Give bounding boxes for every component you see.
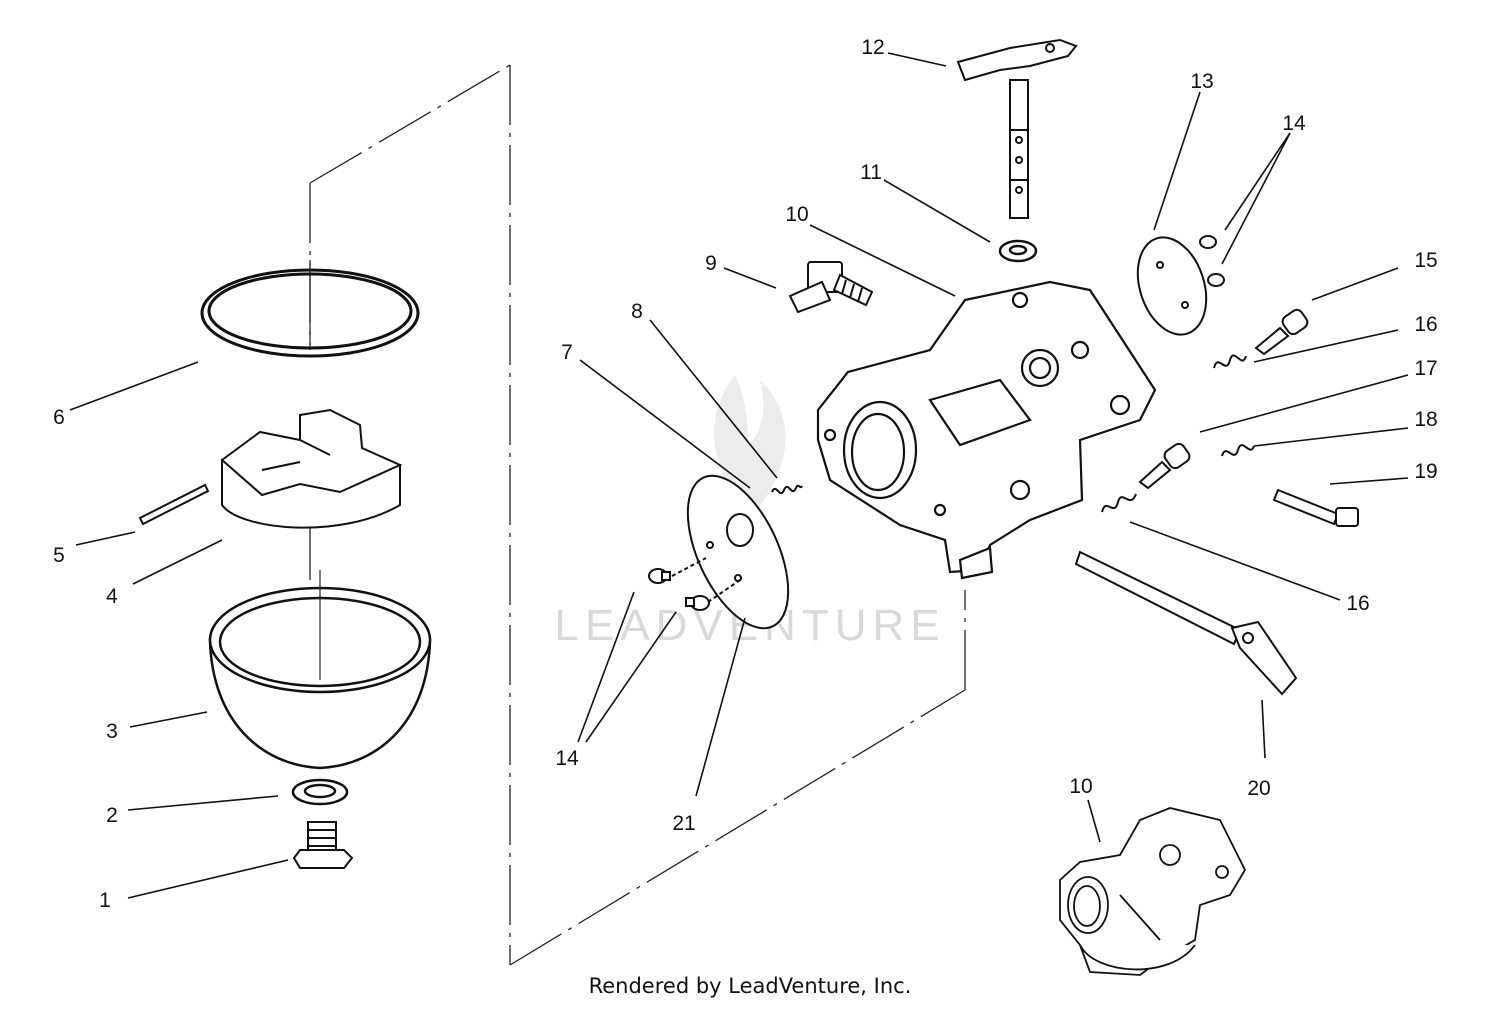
- callout-20: 20: [1247, 777, 1270, 800]
- callout-11: 11: [860, 161, 882, 184]
- part-plate-screws-right: [1199, 235, 1225, 287]
- callout-9: 9: [705, 252, 717, 275]
- part-choke-plate: [1136, 236, 1208, 336]
- callout-14-right: 14: [1282, 112, 1306, 135]
- callout-12: 12: [861, 36, 884, 59]
- callout-10-inset: 10: [1069, 775, 1092, 798]
- callout-10: 10: [785, 203, 808, 226]
- callout-2: 2: [106, 804, 118, 827]
- part-float: [220, 408, 403, 529]
- callout-4: 4: [106, 585, 118, 608]
- callout-3: 3: [106, 720, 118, 743]
- part-throttle-shaft: [1074, 550, 1298, 696]
- part-carburetor-assembly-inset: [1059, 807, 1247, 976]
- callout-1: 1: [99, 889, 111, 912]
- callout-14-left: 14: [555, 747, 579, 770]
- callout-8: 8: [631, 300, 643, 323]
- part-fuel-inlet-fitting: [788, 261, 874, 314]
- part-carburetor-body: [816, 280, 1157, 580]
- callout-19: 19: [1414, 460, 1437, 483]
- exploded-view-guide-lines: [309, 64, 966, 966]
- part-main-screw-spring: [1221, 444, 1255, 457]
- part-float-pin: [138, 483, 210, 526]
- part-plate-screws-left: [648, 557, 741, 611]
- callout-7: 7: [561, 341, 573, 364]
- callout-leader-lines: [69, 52, 1409, 899]
- callout-18: 18: [1414, 408, 1437, 431]
- part-idle-spring: [771, 484, 803, 495]
- callout-labels: 1 2 3 4 5 6 7 8 9 10 10 11 12 13 14 14 1…: [53, 36, 1438, 912]
- part-throttle-screw-spring: [1101, 493, 1137, 513]
- footer-credit: Rendered by LeadVenture, Inc.: [588, 974, 912, 998]
- part-idle-screw-spring: [1213, 354, 1247, 369]
- callout-5: 5: [53, 544, 65, 567]
- part-throttle-plate: [686, 474, 790, 630]
- part-throttle-stop-screw: [1272, 488, 1359, 527]
- part-main-mixture-screw: [1138, 442, 1191, 490]
- callout-16-lower: 16: [1346, 592, 1369, 615]
- part-bowl-washer: [291, 778, 349, 806]
- callout-15: 15: [1414, 249, 1437, 272]
- callout-6: 6: [53, 406, 65, 429]
- part-choke-shaft: [956, 38, 1078, 219]
- callout-17: 17: [1414, 357, 1437, 380]
- callout-21: 21: [672, 812, 695, 835]
- callout-13: 13: [1190, 70, 1213, 93]
- part-drain-plug: [292, 821, 354, 869]
- part-idle-mixture-screw: [1254, 308, 1309, 356]
- callout-16-upper: 16: [1414, 313, 1437, 336]
- part-shaft-seal: [998, 239, 1038, 263]
